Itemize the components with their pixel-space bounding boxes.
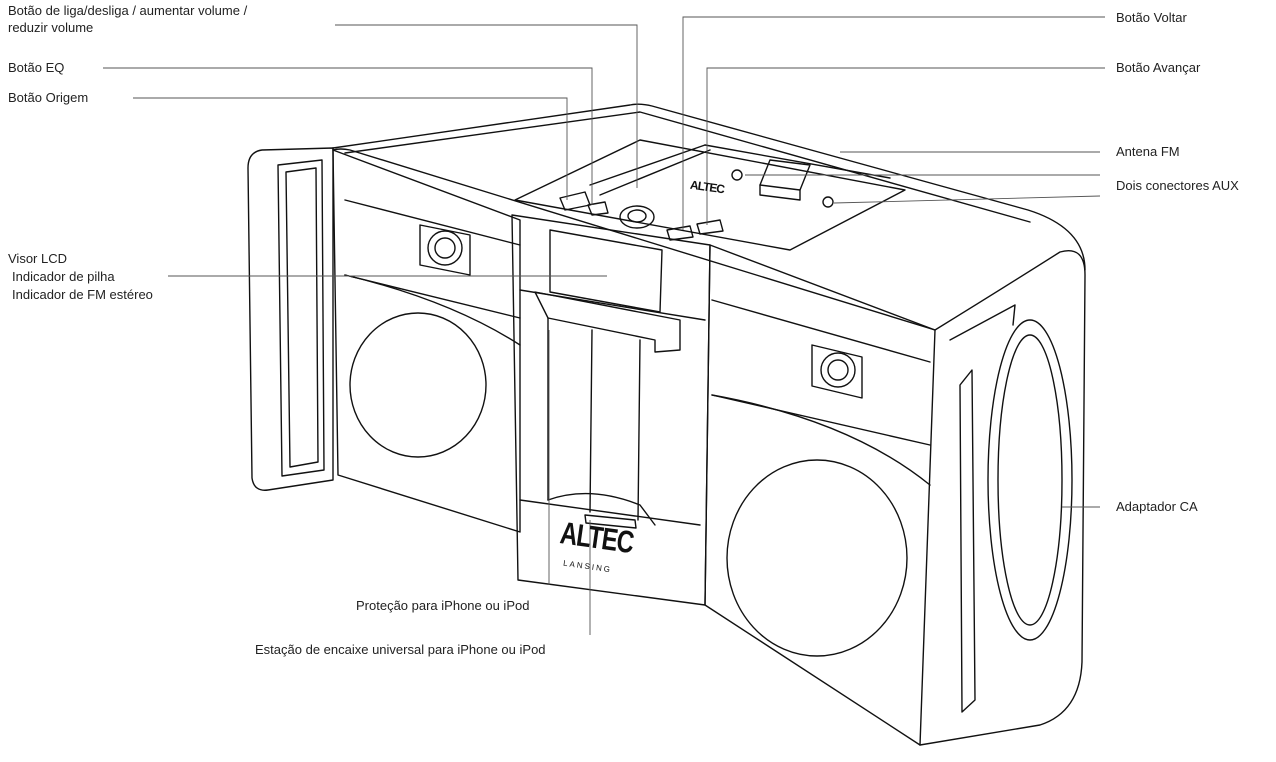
left-front-body	[332, 149, 521, 533]
iphone-protection	[534, 291, 681, 353]
label-forward: Botão Avançar	[1116, 60, 1201, 75]
label-fm-antenna: Antena FM	[1116, 144, 1180, 159]
label-fm-stereo: Indicador de FM estéreo	[12, 287, 153, 302]
left-tweeter	[427, 230, 463, 266]
right-end-woofer	[987, 319, 1073, 641]
label-ac-adapter: Adaptador CA	[1116, 499, 1198, 514]
lcd-screen	[549, 229, 663, 313]
label-power-volume-1: Botão de liga/desliga / aumentar volume …	[8, 3, 248, 18]
right-tweeter	[820, 352, 856, 388]
label-back: Botão Voltar	[1116, 10, 1187, 25]
top-surface	[332, 103, 1086, 271]
label-iphone-protection: Proteção para iPhone ou iPod	[356, 598, 530, 613]
label-battery: Indicador de pilha	[12, 269, 115, 284]
control-panel	[514, 139, 906, 251]
left-woofer	[349, 312, 487, 458]
label-lcd: Visor LCD	[8, 251, 68, 266]
aux-jack-1	[731, 169, 743, 181]
left-end-panel	[247, 147, 334, 491]
label-power-volume-2: reduzir volume	[8, 20, 94, 35]
label-dock: Estação de encaixe universal para iPhone…	[255, 642, 546, 657]
power-knob	[619, 205, 655, 229]
label-source: Botão Origem	[8, 90, 89, 105]
label-eq: Botão EQ	[8, 60, 65, 75]
label-aux: Dois conectores AUX	[1116, 178, 1239, 193]
right-end-panel	[919, 250, 1086, 746]
right-woofer	[726, 459, 908, 657]
aux-jack-2	[822, 196, 834, 208]
dock-cradle	[547, 492, 656, 526]
